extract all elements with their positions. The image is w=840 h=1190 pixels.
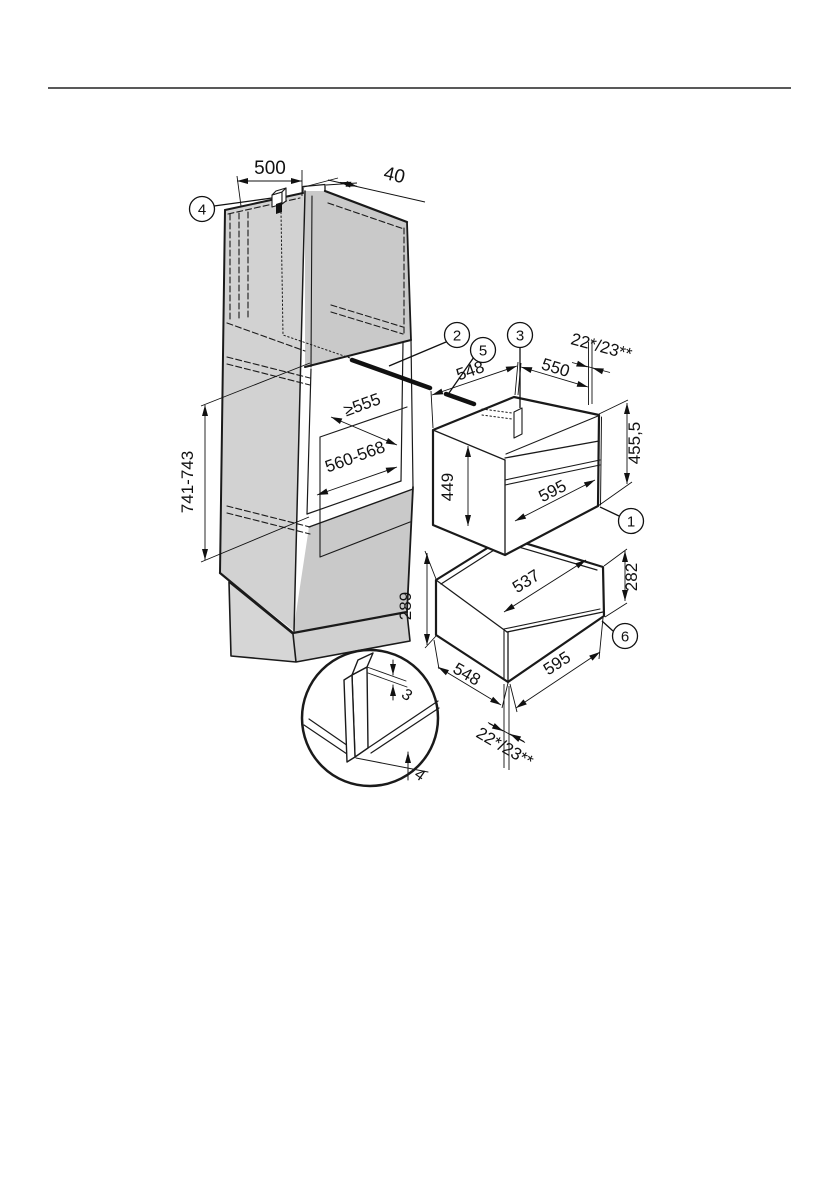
plinth-outline — [228, 581, 411, 663]
callout-3: 3 — [516, 328, 524, 345]
callouts: 4 2 5 3 1 6 — [188, 195, 645, 650]
detail-circle — [300, 648, 440, 788]
detail-view: 3 4 — [300, 648, 440, 788]
dim-label-niche-height: 741-743 — [178, 451, 197, 513]
callout-5: 5 — [479, 343, 487, 360]
cabinet-lower-box-front — [293, 489, 413, 633]
dim-label-oven-total-height: 455,5 — [625, 422, 644, 465]
cabinet-side-panel — [220, 193, 304, 631]
mains-cable — [349, 357, 477, 407]
callout-4: 4 — [198, 202, 206, 219]
callout-1: 1 — [627, 514, 635, 531]
dim-label-oven-height: 449 — [438, 473, 457, 501]
cabinet-top-box-front — [305, 191, 411, 367]
dim-label-oven-top-depth: 550 — [539, 355, 572, 381]
cable-route-hidden — [280, 211, 351, 359]
callout-6: 6 — [621, 629, 629, 646]
oven-connector-plate — [513, 407, 523, 439]
dim-label-niche-width: 560-568 — [323, 437, 388, 476]
plinth-front — [293, 613, 410, 662]
callout-2: 2 — [453, 328, 461, 345]
dim-label-drawer-height-right: 282 — [622, 563, 641, 591]
dim-label-drawer-height-left: 289 — [396, 592, 415, 620]
dim-label-back-gap: 40 — [382, 163, 407, 188]
dim-label-overhang-top: 22*/23** — [569, 329, 635, 364]
oven — [431, 395, 602, 557]
cabinet — [218, 183, 414, 663]
dim-label-niche-depth: ≥555 — [341, 389, 383, 420]
mains-connector — [271, 187, 287, 214]
dim-label-overhang-bottom: 22*/23** — [473, 723, 537, 771]
dim-label-cab-depth: 500 — [254, 158, 286, 179]
plinth-side — [229, 582, 296, 662]
hidden-edges — [226, 197, 405, 535]
